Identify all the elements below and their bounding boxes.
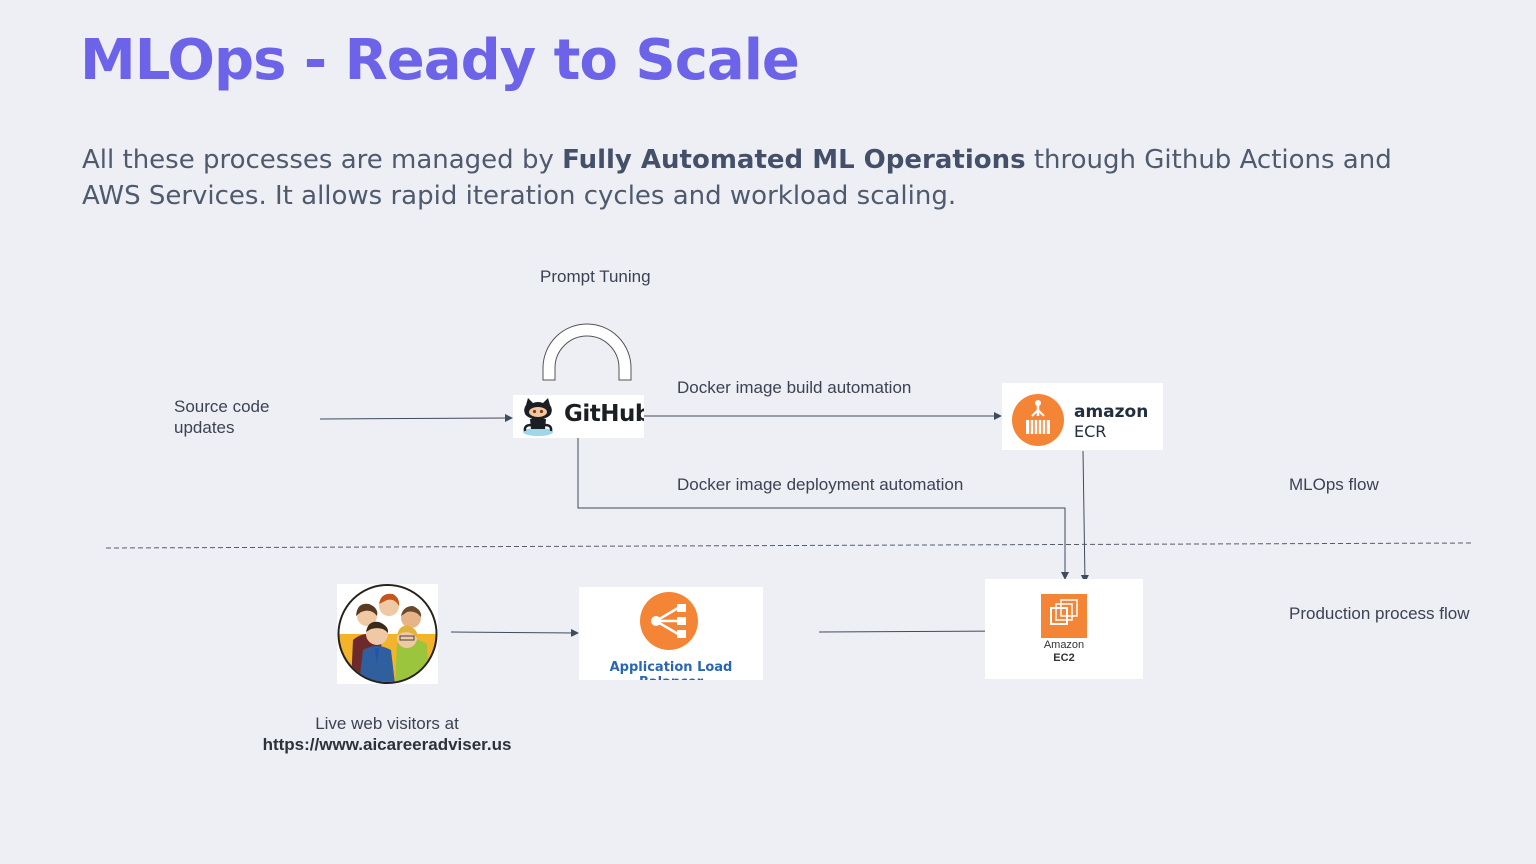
arrow-visitors-to-alb — [450, 628, 579, 637]
visitors-node — [337, 584, 438, 684]
prompt-tuning-loop-arrow — [542, 323, 632, 381]
slide-subtitle: All these processes are managed by Fully… — [82, 142, 1442, 214]
ecr-service-text: ECR — [1074, 422, 1107, 441]
arrow-alb-to-ec2 — [818, 627, 1014, 636]
production-flow-label: Production process flow — [1289, 604, 1470, 623]
flow-divider — [105, 542, 1475, 549]
amazon-ec2-icon — [1041, 594, 1087, 638]
arrow-ecr-to-ec2 — [1080, 450, 1089, 583]
github-wordmark: GitHub — [564, 401, 644, 427]
amazon-ecr-icon — [1012, 394, 1064, 446]
subtitle-text-end: through Github Actions and AWS Services.… — [82, 145, 1392, 211]
ec2-brand-text: Amazon — [1043, 639, 1085, 651]
ec2-service-text: EC2 — [1053, 652, 1075, 664]
github-octocat-icon — [523, 398, 553, 436]
build-automation-label: Docker image build automation — [677, 378, 912, 397]
source-code-label-line1: Source code — [174, 397, 270, 416]
prompt-tuning-label: Prompt Tuning — [540, 267, 651, 286]
github-node: GitHub — [513, 395, 644, 438]
mlops-flow-label: MLOps flow — [1289, 475, 1379, 494]
subtitle-emphasis: Fully Automated ML Operations — [562, 145, 1026, 175]
ecr-brand-text: amazon — [1074, 402, 1149, 422]
users-group-icon — [337, 584, 438, 684]
load-balancer-label: Application Load Balancer — [609, 660, 733, 680]
load-balancer-node: Application Load Balancer — [579, 587, 763, 680]
deploy-automation-label: Docker image deployment automation — [677, 475, 964, 494]
subtitle-text-start: All these processes are managed by — [82, 145, 563, 175]
arrow-source-to-github — [319, 414, 513, 423]
visitors-url: https://www.aicareeradviser.us — [262, 735, 512, 754]
source-code-label-line2: updates — [174, 418, 235, 437]
load-balancer-icon — [640, 592, 698, 650]
visitors-label: Live web visitors at — [315, 714, 459, 733]
arrow-github-to-ec2 — [577, 438, 1069, 580]
amazon-ecr-node: amazon ECR — [1002, 383, 1163, 450]
amazon-ec2-node: Amazon EC2 — [985, 579, 1143, 679]
slide-title: MLOps - Ready to Scale — [80, 28, 800, 93]
